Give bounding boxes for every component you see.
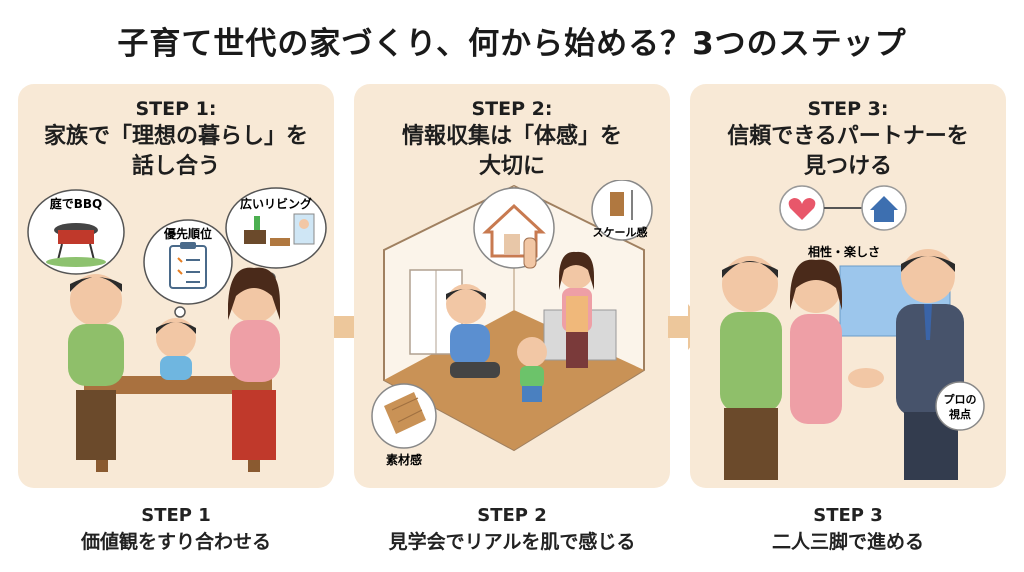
step-3-title-line1: 信頼できるパートナーを [727, 124, 969, 149]
step-2-label: STEP 2: [471, 98, 553, 120]
priority-label: 優先順位 [163, 226, 212, 241]
step-1-card: STEP 1: 家族で「理想の暮らし」を 話し合う 庭でBBQ 優先順位 [18, 84, 334, 488]
page-title: 子育て世代の家づくり、何から始める？3つのステップ [117, 26, 907, 62]
family-discussion-illustration: 庭でBBQ 優先順位 広いリビング [27, 187, 327, 472]
husband-figure [720, 256, 782, 480]
pro-label-1: プロの [944, 392, 977, 406]
scale-sense-bubble: スケール感 [591, 180, 653, 241]
step-1-title-line1: 家族で「理想の暮らし」を [43, 124, 308, 149]
step-3-label: STEP 3: [807, 98, 889, 120]
step-1-footer-label: STEP 1 [141, 505, 211, 526]
step-2-title-line2: 大切に [478, 154, 545, 179]
bbq-label: 庭でBBQ [50, 196, 103, 211]
priority-thought-bubble: 優先順位 [143, 219, 233, 318]
step-1-footer: STEP 1 価値観をすり合わせる [18, 504, 334, 556]
step-3-footer-text: 二人三脚で進める [771, 531, 924, 553]
compatibility-icons: 相性・楽しさ [779, 185, 907, 259]
scale-label: スケール感 [593, 225, 648, 239]
step-2-heading: STEP 2: 情報収集は「体感」を 大切に [354, 96, 670, 182]
father-crouching-figure [446, 284, 500, 378]
house-icon [870, 196, 898, 222]
pro-perspective-bubble: プロの 視点 [935, 381, 985, 431]
step-3-footer-label: STEP 3 [813, 505, 883, 526]
heart-icon [788, 198, 816, 220]
living-room-thought-bubble: 広いリビング [225, 187, 327, 284]
handshake [848, 368, 884, 388]
model-house-illustration: スケール感 素材感 [371, 180, 653, 467]
step-2-footer: STEP 2 見学会でリアルを肌で感じる [354, 504, 670, 556]
living-room-label: 広いリビング [240, 196, 312, 211]
step-2-footer-text: 見学会でリアルを肌で感じる [388, 531, 636, 553]
father-figure [68, 274, 124, 460]
child-figure [156, 318, 196, 380]
step-1-title-line2: 話し合う [131, 154, 220, 179]
step-3-title-line2: 見つける [803, 154, 892, 179]
step-1-heading: STEP 1: 家族で「理想の暮らし」を 話し合う [18, 96, 334, 182]
step-2-footer-label: STEP 2 [477, 505, 547, 526]
step-3-heading: STEP 3: 信頼できるパートナーを 見つける [690, 96, 1006, 182]
partner-suit-figure [896, 249, 964, 480]
step-2-title-line1: 情報収集は「体感」を [401, 124, 622, 149]
partner-handshake-illustration: 相性・楽しさ プロの 視点 [720, 185, 985, 480]
material-sense-bubble: 素材感 [371, 383, 437, 467]
mother-figure [228, 267, 280, 460]
step-1-footer-text: 価値観をすり合わせる [80, 531, 271, 553]
step-3-footer: STEP 3 二人三脚で進める [690, 504, 1006, 556]
step-1-label: STEP 1: [135, 98, 217, 120]
material-label: 素材感 [386, 452, 422, 467]
child-figure [517, 337, 547, 402]
step-2-card: STEP 2: 情報収集は「体感」を 大切に スケール感 [354, 84, 670, 488]
pro-label-2: 視点 [948, 407, 971, 421]
bbq-thought-bubble: 庭でBBQ [27, 189, 125, 301]
house-tap-icon [473, 187, 555, 269]
wife-figure [790, 259, 842, 424]
mother-apron-figure [559, 251, 594, 368]
compatibility-label: 相性・楽しさ [808, 244, 880, 259]
step-3-card: STEP 3: 信頼できるパートナーを 見つける 相性・楽しさ [690, 84, 1006, 488]
